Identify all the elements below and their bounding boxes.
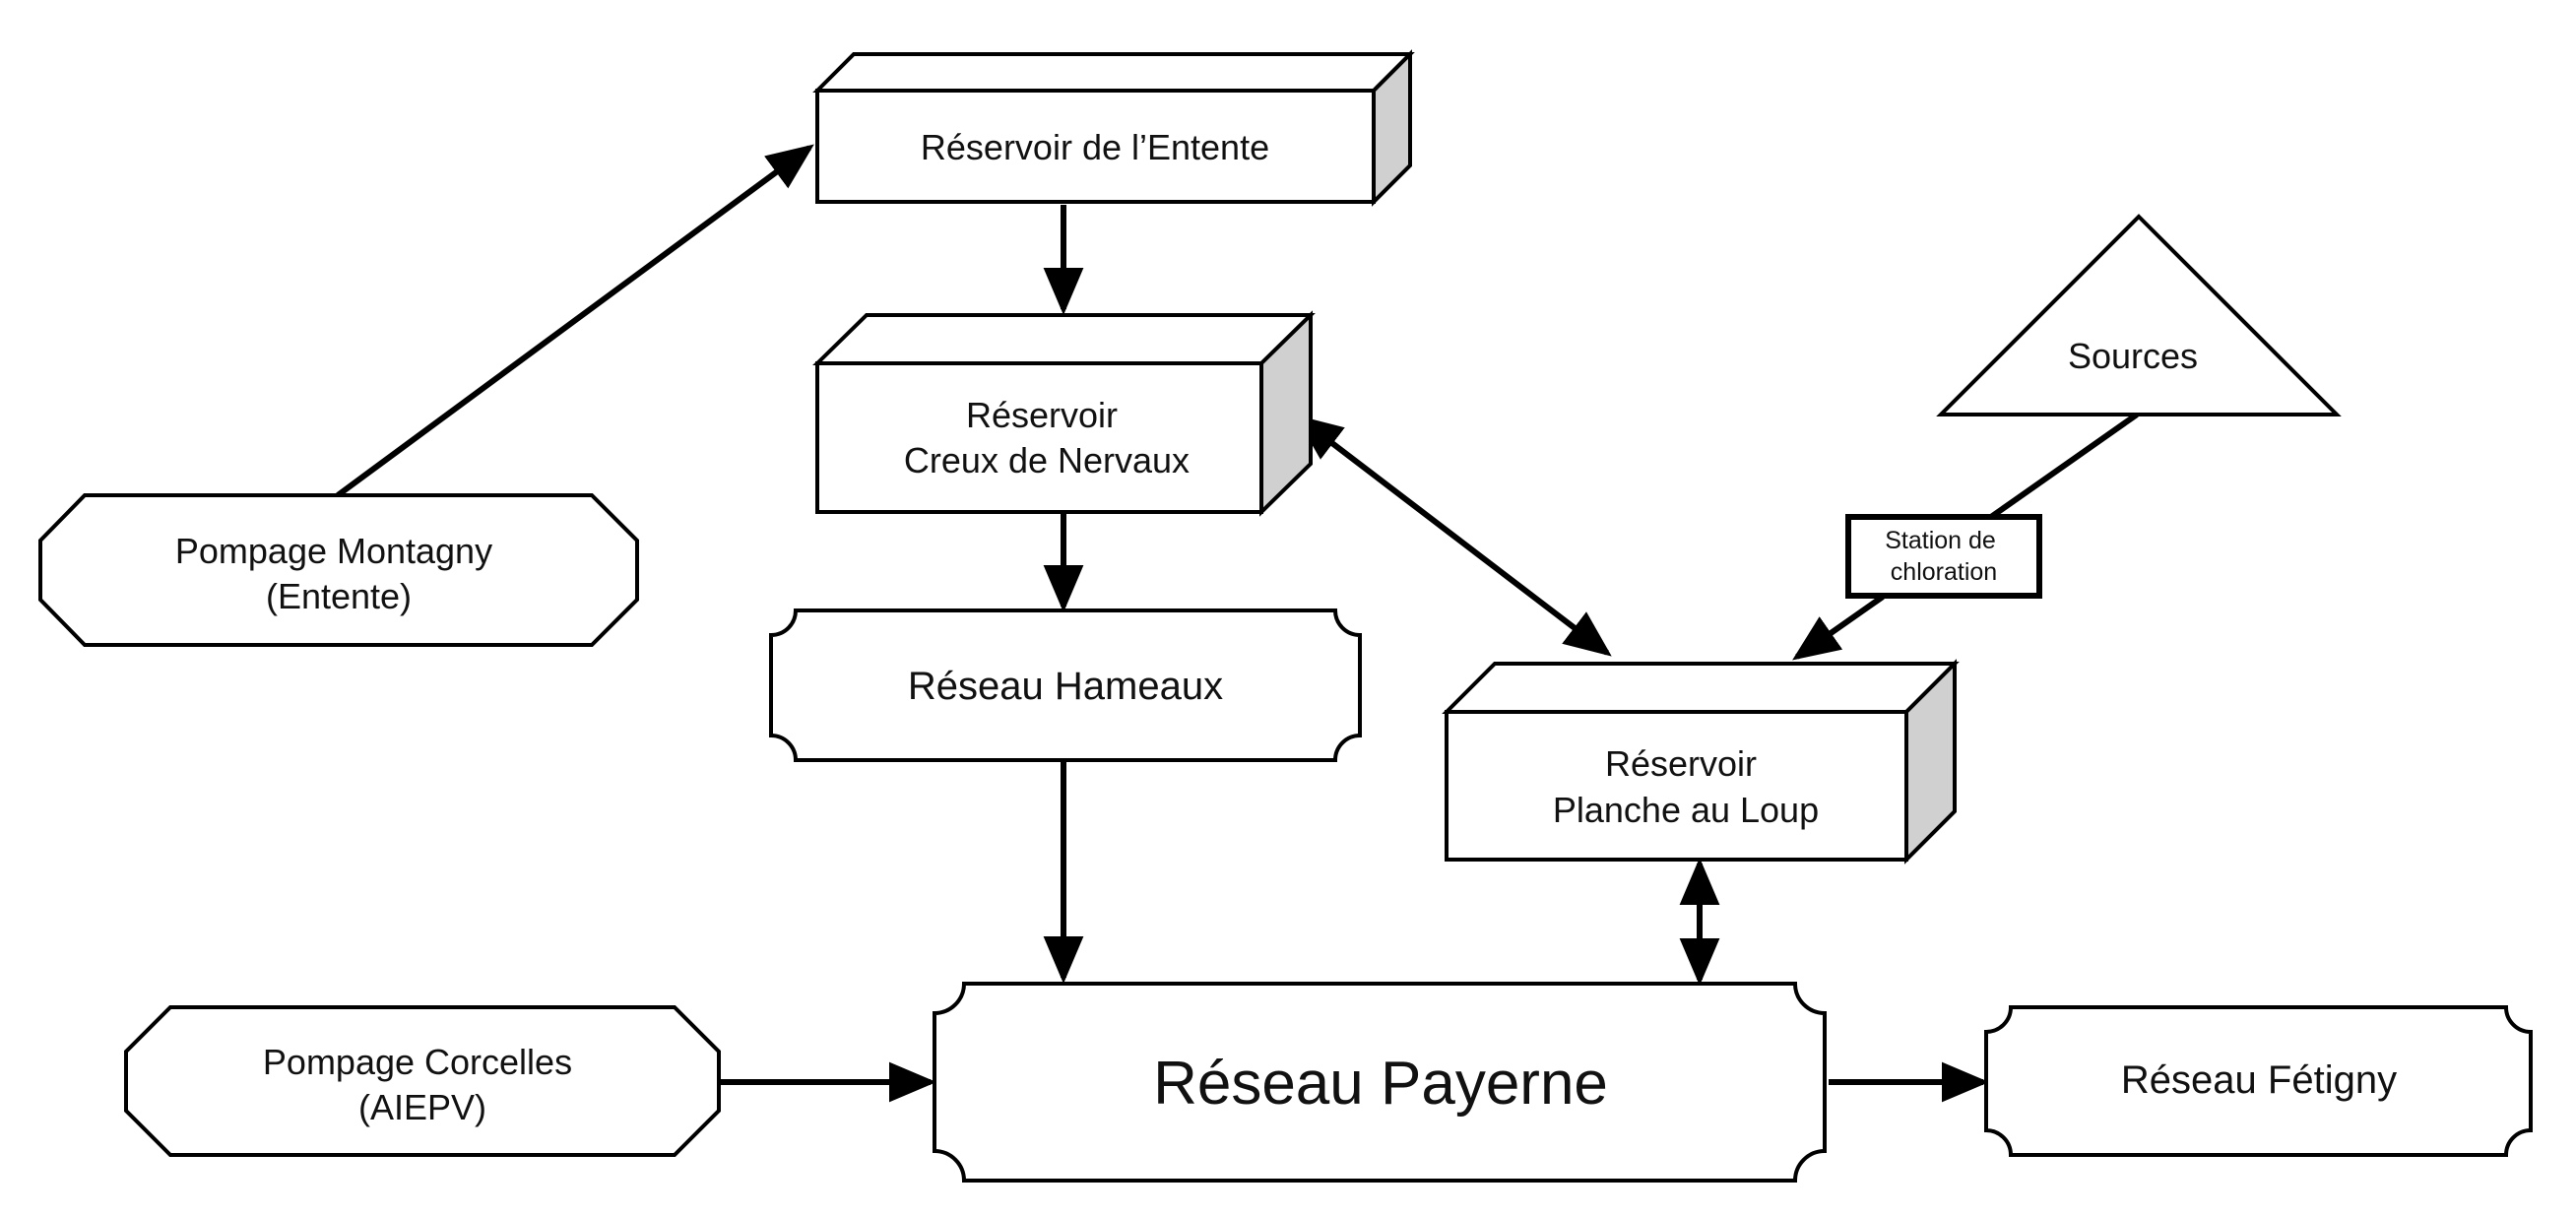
station-chloration-label: Station de chloration — [1885, 527, 2003, 586]
line-sources-to-chloration — [1989, 412, 2139, 520]
arrow-chloration-to-planche — [1792, 594, 1885, 661]
sources-label: Sources — [2068, 336, 2198, 376]
pompage-corcelles-node: Pompage Corcelles (AIEPV) — [124, 1005, 721, 1157]
reservoir-entente-label: Réservoir de l’Entente — [921, 127, 1269, 167]
reseau-fetigny-label: Réseau Fétigny — [2121, 1058, 2397, 1102]
arrow-montagny-to-entente — [336, 144, 814, 498]
pompage-corcelles-label: Pompage Corcelles (AIEPV) — [263, 1042, 582, 1127]
reseau-hameaux-label: Réseau Hameaux — [908, 665, 1223, 708]
station-chloration-node: Station de chloration — [1845, 514, 2042, 599]
pompage-montagny-label: Pompage Montagny (Entente) — [175, 531, 502, 616]
reseau-payerne-node: Réseau Payerne — [933, 982, 1827, 1183]
reservoir-planche-au-loup-node: Réservoir Planche au Loup — [1442, 659, 1960, 864]
sources-node: Sources — [1936, 214, 2342, 416]
reservoir-creux-de-nervaux-node: Réservoir Creux de Nervaux — [812, 310, 1316, 517]
reseau-hameaux-node: Réseau Hameaux — [769, 608, 1362, 762]
reseau-payerne-label: Réseau Payerne — [1153, 1050, 1608, 1118]
reservoir-planche-label: Réservoir Planche au Loup — [1553, 743, 1819, 830]
reservoir-entente-node: Réservoir de l’Entente — [812, 49, 1415, 207]
arrow-creux-planche-bidirectional — [1295, 415, 1612, 657]
pompage-montagny-node: Pompage Montagny (Entente) — [38, 493, 639, 647]
reservoir-creux-label: Réservoir Creux de Nervaux — [904, 395, 1190, 480]
reseau-fetigny-node: Réseau Fétigny — [1984, 1005, 2533, 1157]
